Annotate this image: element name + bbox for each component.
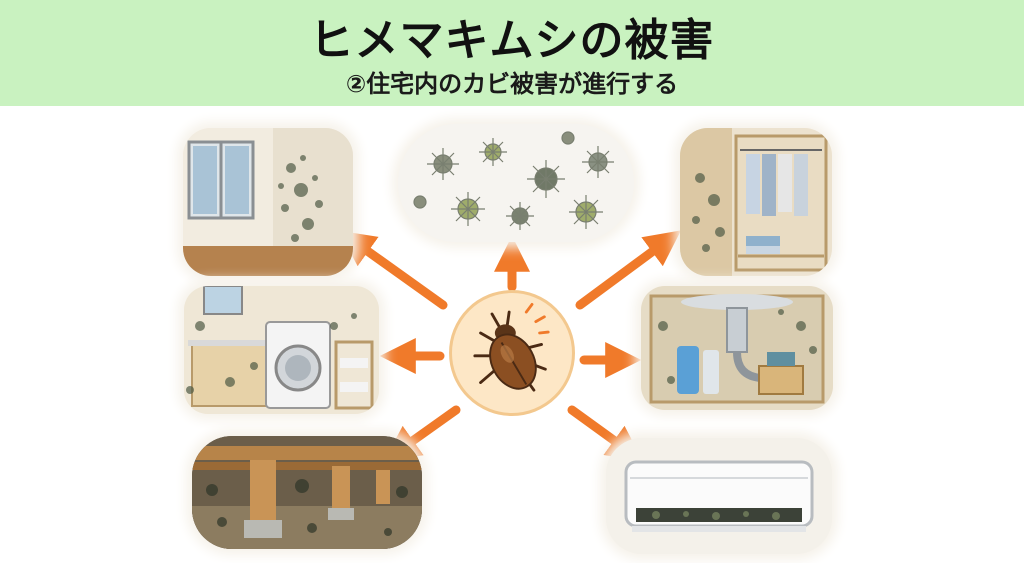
- header-banner: ヒメマキムシの被害 ②住宅内のカビ被害が進行する: [0, 0, 1024, 106]
- mold-spores-cloud-icon: [398, 124, 634, 242]
- illustration-mold-spores: [398, 124, 634, 242]
- beetle-icon: [473, 303, 550, 392]
- moldy-closet-icon: [680, 128, 832, 276]
- illustration-moldy-crawlspace: [192, 436, 422, 549]
- page-title: ヒメマキムシの被害: [309, 15, 715, 66]
- illustration-moldy-room: [183, 128, 353, 276]
- moldy-under-sink-icon: [641, 286, 833, 410]
- center-beetle-badge: [449, 290, 575, 416]
- moldy-air-conditioner-icon: [606, 438, 832, 554]
- moldy-laundry-room-icon: [184, 286, 379, 414]
- illustration-moldy-closet: [680, 128, 832, 276]
- moldy-room-window-icon: [183, 128, 353, 276]
- moldy-crawlspace-icon: [192, 436, 422, 549]
- illustration-moldy-laundry: [184, 286, 379, 414]
- page-subtitle: ②住宅内のカビ被害が進行する: [345, 70, 679, 98]
- illustration-moldy-sink-cabinet: [641, 286, 833, 410]
- illustration-moldy-air-conditioner: [606, 438, 832, 554]
